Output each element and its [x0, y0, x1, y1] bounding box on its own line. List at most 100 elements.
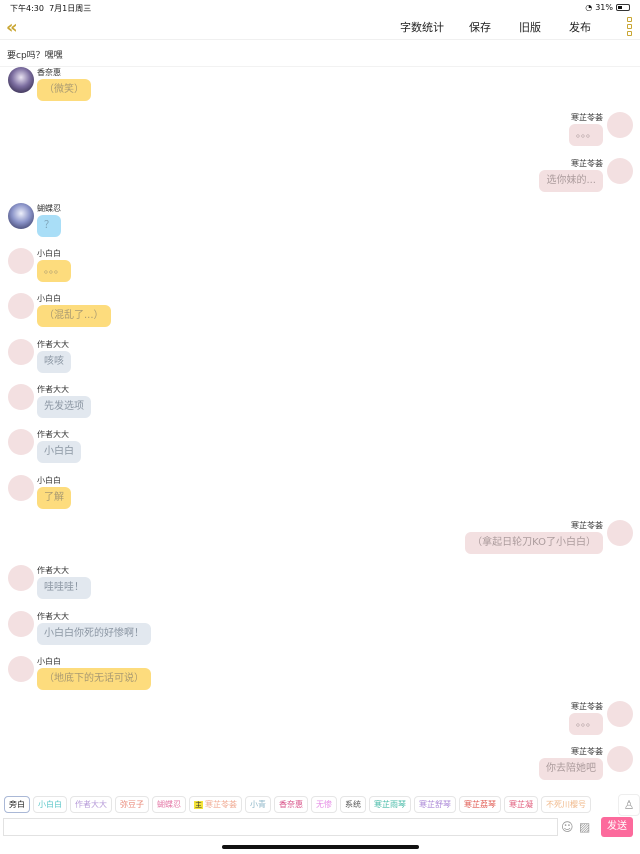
story-topic: 要cp吗？嘿嘿: [0, 41, 640, 67]
message-bubble[interactable]: 小白白: [37, 441, 81, 464]
save-button[interactable]: 保存: [469, 21, 491, 34]
character-label: 寒芷雨琴: [374, 800, 406, 809]
character-chip[interactable]: 寒芷舒琴: [414, 796, 456, 813]
message-item: 作者大大 哇哇哇！: [0, 565, 640, 610]
old-version-button[interactable]: 旧版: [519, 21, 541, 34]
message-bubble[interactable]: 。。。: [569, 713, 603, 736]
character-label: 蝴蝶忍: [157, 800, 181, 809]
message-item: 作者大大 先发选项: [0, 384, 640, 429]
message-sender: 寒芷苓荟: [571, 520, 603, 530]
send-button[interactable]: 发送: [601, 817, 633, 837]
character-label: 寒芷荔琴: [464, 800, 496, 809]
character-label: 寒芷凝: [509, 800, 533, 809]
character-chip[interactable]: 小白白: [33, 796, 67, 813]
status-bar: 下午4:30 7月1日周三 ◔31%: [0, 0, 640, 14]
message-sender: 寒芷苓荟: [571, 747, 603, 757]
character-label: 小白白: [38, 800, 62, 809]
character-chip[interactable]: 不死川樱号: [541, 796, 591, 813]
character-chip[interactable]: 寒芷雨琴: [369, 796, 411, 813]
message-bubble[interactable]: 小白白你死的好惨啊！: [37, 622, 151, 645]
message-bubble[interactable]: ？: [37, 214, 61, 237]
message-item: 小白白 了解: [0, 474, 640, 520]
avatar[interactable]: [8, 565, 34, 592]
message-bubble[interactable]: 哇哇哇！: [37, 577, 91, 600]
avatar[interactable]: [8, 202, 34, 229]
status-time: 下午4:30: [10, 4, 44, 13]
message-bubble[interactable]: 你去陪她吧: [539, 758, 603, 781]
emoji-icon[interactable]: ☺: [561, 820, 574, 834]
character-label: 旁白: [9, 800, 25, 809]
avatar[interactable]: [8, 610, 34, 637]
avatar[interactable]: [8, 338, 34, 365]
message-bubble[interactable]: （微笑）: [37, 79, 91, 101]
back-icon[interactable]: «: [6, 17, 18, 38]
avatar[interactable]: [8, 429, 34, 456]
character-label: 不死川樱号: [546, 800, 586, 809]
message-bubble[interactable]: 了解: [37, 486, 71, 509]
character-chip[interactable]: 作者大大: [70, 796, 112, 813]
message-bubble[interactable]: 。。。: [37, 260, 71, 283]
character-chip[interactable]: 蝴蝶忍: [152, 796, 186, 813]
message-item: 香奈惠 （微笑）: [0, 67, 640, 112]
user-icon[interactable]: ♙: [618, 794, 640, 816]
avatar[interactable]: [8, 67, 34, 93]
avatar[interactable]: [607, 746, 633, 773]
message-item: 寒芷苓荟 （拿起日轮刀KO了小白白）: [0, 519, 640, 565]
message-sender: 寒芷苓荟: [571, 702, 603, 712]
message-item: 小白白 （混乱了...）: [0, 293, 640, 338]
message-sender: 小白白: [37, 475, 61, 485]
message-sender: 小白白: [37, 249, 61, 259]
word-count-button[interactable]: 字数统计: [400, 21, 444, 34]
message-bubble[interactable]: （地底下的无话可说）: [37, 667, 151, 690]
character-label: 小青: [250, 800, 266, 809]
message-item: 寒芷苓荟 。。。: [0, 701, 640, 746]
character-chip[interactable]: 寒芷凝: [504, 796, 538, 813]
more-menu-icon[interactable]: [627, 17, 632, 36]
message-bubble[interactable]: 咳咳: [37, 350, 71, 373]
character-chip[interactable]: 主寒芷苓荟: [189, 796, 242, 813]
message-sender: 寒芷苓荟: [571, 113, 603, 123]
message-item: 寒芷苓荟 你去陪她吧: [0, 746, 640, 791]
avatar[interactable]: [8, 474, 34, 501]
message-bubble[interactable]: 先发选项: [37, 396, 91, 419]
character-chip[interactable]: 香奈惠: [274, 796, 308, 813]
message-list[interactable]: 香奈惠 （微笑） 寒芷苓荟 。。。 寒芷苓荟 选你妹的... 蝴蝶忍 ？ 小白白…: [0, 67, 640, 792]
message-item: 作者大大 小白白: [0, 429, 640, 474]
message-item: 寒芷苓荟 选你妹的...: [0, 157, 640, 203]
message-sender: 小白白: [37, 294, 61, 304]
home-indicator: [222, 845, 419, 849]
character-chip[interactable]: 旁白: [4, 796, 30, 813]
avatar[interactable]: [8, 655, 34, 682]
character-label: 无惨: [316, 800, 332, 809]
message-item: 作者大大 咳咳: [0, 338, 640, 384]
top-nav: « 字数统计 保存 旧版 发布: [0, 14, 640, 40]
publish-button[interactable]: 发布: [569, 21, 591, 34]
character-chip[interactable]: 寒芷荔琴: [459, 796, 501, 813]
avatar[interactable]: [607, 701, 633, 728]
image-icon[interactable]: ▨: [579, 820, 591, 834]
avatar[interactable]: [607, 157, 633, 184]
message-sender: 作者大大: [37, 566, 69, 576]
message-bubble[interactable]: 。。。: [569, 124, 603, 147]
message-sender: 小白白: [37, 656, 61, 666]
message-bubble[interactable]: （拿起日轮刀KO了小白白）: [465, 531, 603, 554]
avatar[interactable]: [8, 384, 34, 411]
character-chip[interactable]: 系统: [340, 796, 366, 813]
avatar[interactable]: [8, 248, 34, 275]
message-input[interactable]: [3, 818, 558, 836]
message-sender: 蝴蝶忍: [37, 203, 61, 213]
character-chip[interactable]: 弥豆子: [115, 796, 149, 813]
battery-percent: 31%: [595, 3, 613, 12]
message-sender: 作者大大: [37, 611, 69, 621]
character-chip[interactable]: 无惨: [311, 796, 337, 813]
avatar[interactable]: [607, 112, 633, 139]
message-sender: 作者大大: [37, 385, 69, 395]
character-label: 弥豆子: [120, 800, 144, 809]
message-bubble[interactable]: 选你妹的...: [539, 169, 603, 192]
message-sender: 作者大大: [37, 430, 69, 440]
character-chip[interactable]: 小青: [245, 796, 271, 813]
message-sender: 寒芷苓荟: [571, 158, 603, 168]
avatar[interactable]: [607, 519, 633, 546]
message-bubble[interactable]: （混乱了...）: [37, 305, 111, 328]
avatar[interactable]: [8, 293, 34, 320]
